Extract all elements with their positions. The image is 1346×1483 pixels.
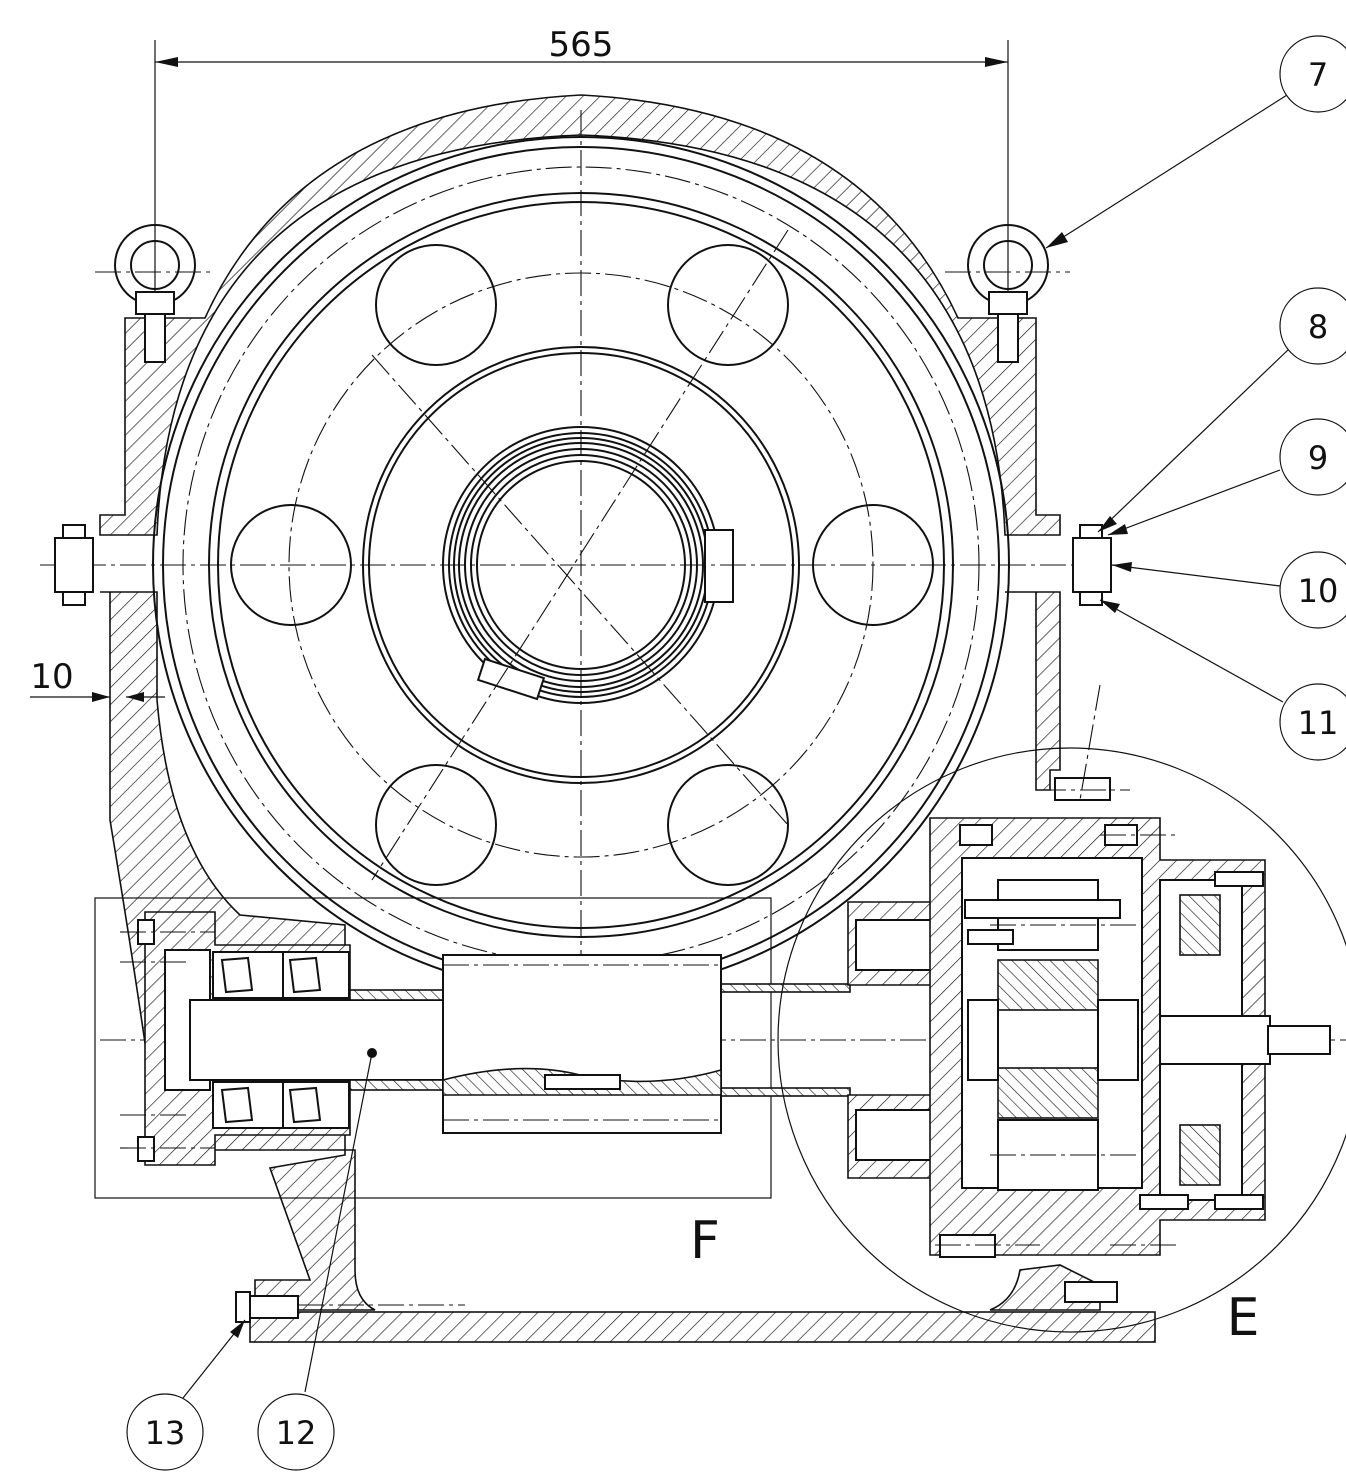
housing-upper [99, 94, 1061, 536]
foot-bolt [235, 1291, 465, 1323]
wall-dimension-value: 10 [30, 657, 73, 697]
callout-10: 10 [1111, 551, 1346, 629]
detail-f-label: F [690, 1211, 720, 1271]
callout-9-label: 9 [1308, 439, 1328, 477]
callout-11: 11 [1099, 599, 1346, 761]
wall-dimension: 10 [30, 657, 165, 702]
callout-10-label: 10 [1298, 572, 1339, 610]
lightening-holes [230, 244, 934, 886]
width-dimension-value: 565 [549, 25, 614, 65]
base-plate [249, 1311, 1156, 1343]
detail-f-frame [94, 897, 772, 1199]
planetary-gearbox [777, 684, 1346, 1333]
callout-8: 8 [1097, 287, 1346, 533]
callout-7: 7 [1045, 35, 1346, 249]
callout-13-label: 13 [145, 1414, 186, 1452]
eye-bolt-left [114, 224, 196, 363]
width-dimension: 565 [154, 25, 1009, 380]
eye-bolt-right [967, 224, 1049, 363]
worm-shaft-assembly [94, 897, 851, 1199]
callout-11-label: 11 [1298, 704, 1339, 742]
detail-e-label: E [1227, 1288, 1260, 1348]
callout-12-label: 12 [276, 1414, 317, 1452]
flange-bolts [54, 524, 1112, 606]
detail-e-circle [777, 747, 1346, 1333]
callout-12: 12 [257, 1052, 373, 1471]
callout-7-label: 7 [1308, 56, 1328, 94]
callout-9: 9 [1107, 418, 1346, 536]
callout-8-label: 8 [1308, 308, 1328, 346]
callout-13: 13 [126, 1319, 246, 1471]
